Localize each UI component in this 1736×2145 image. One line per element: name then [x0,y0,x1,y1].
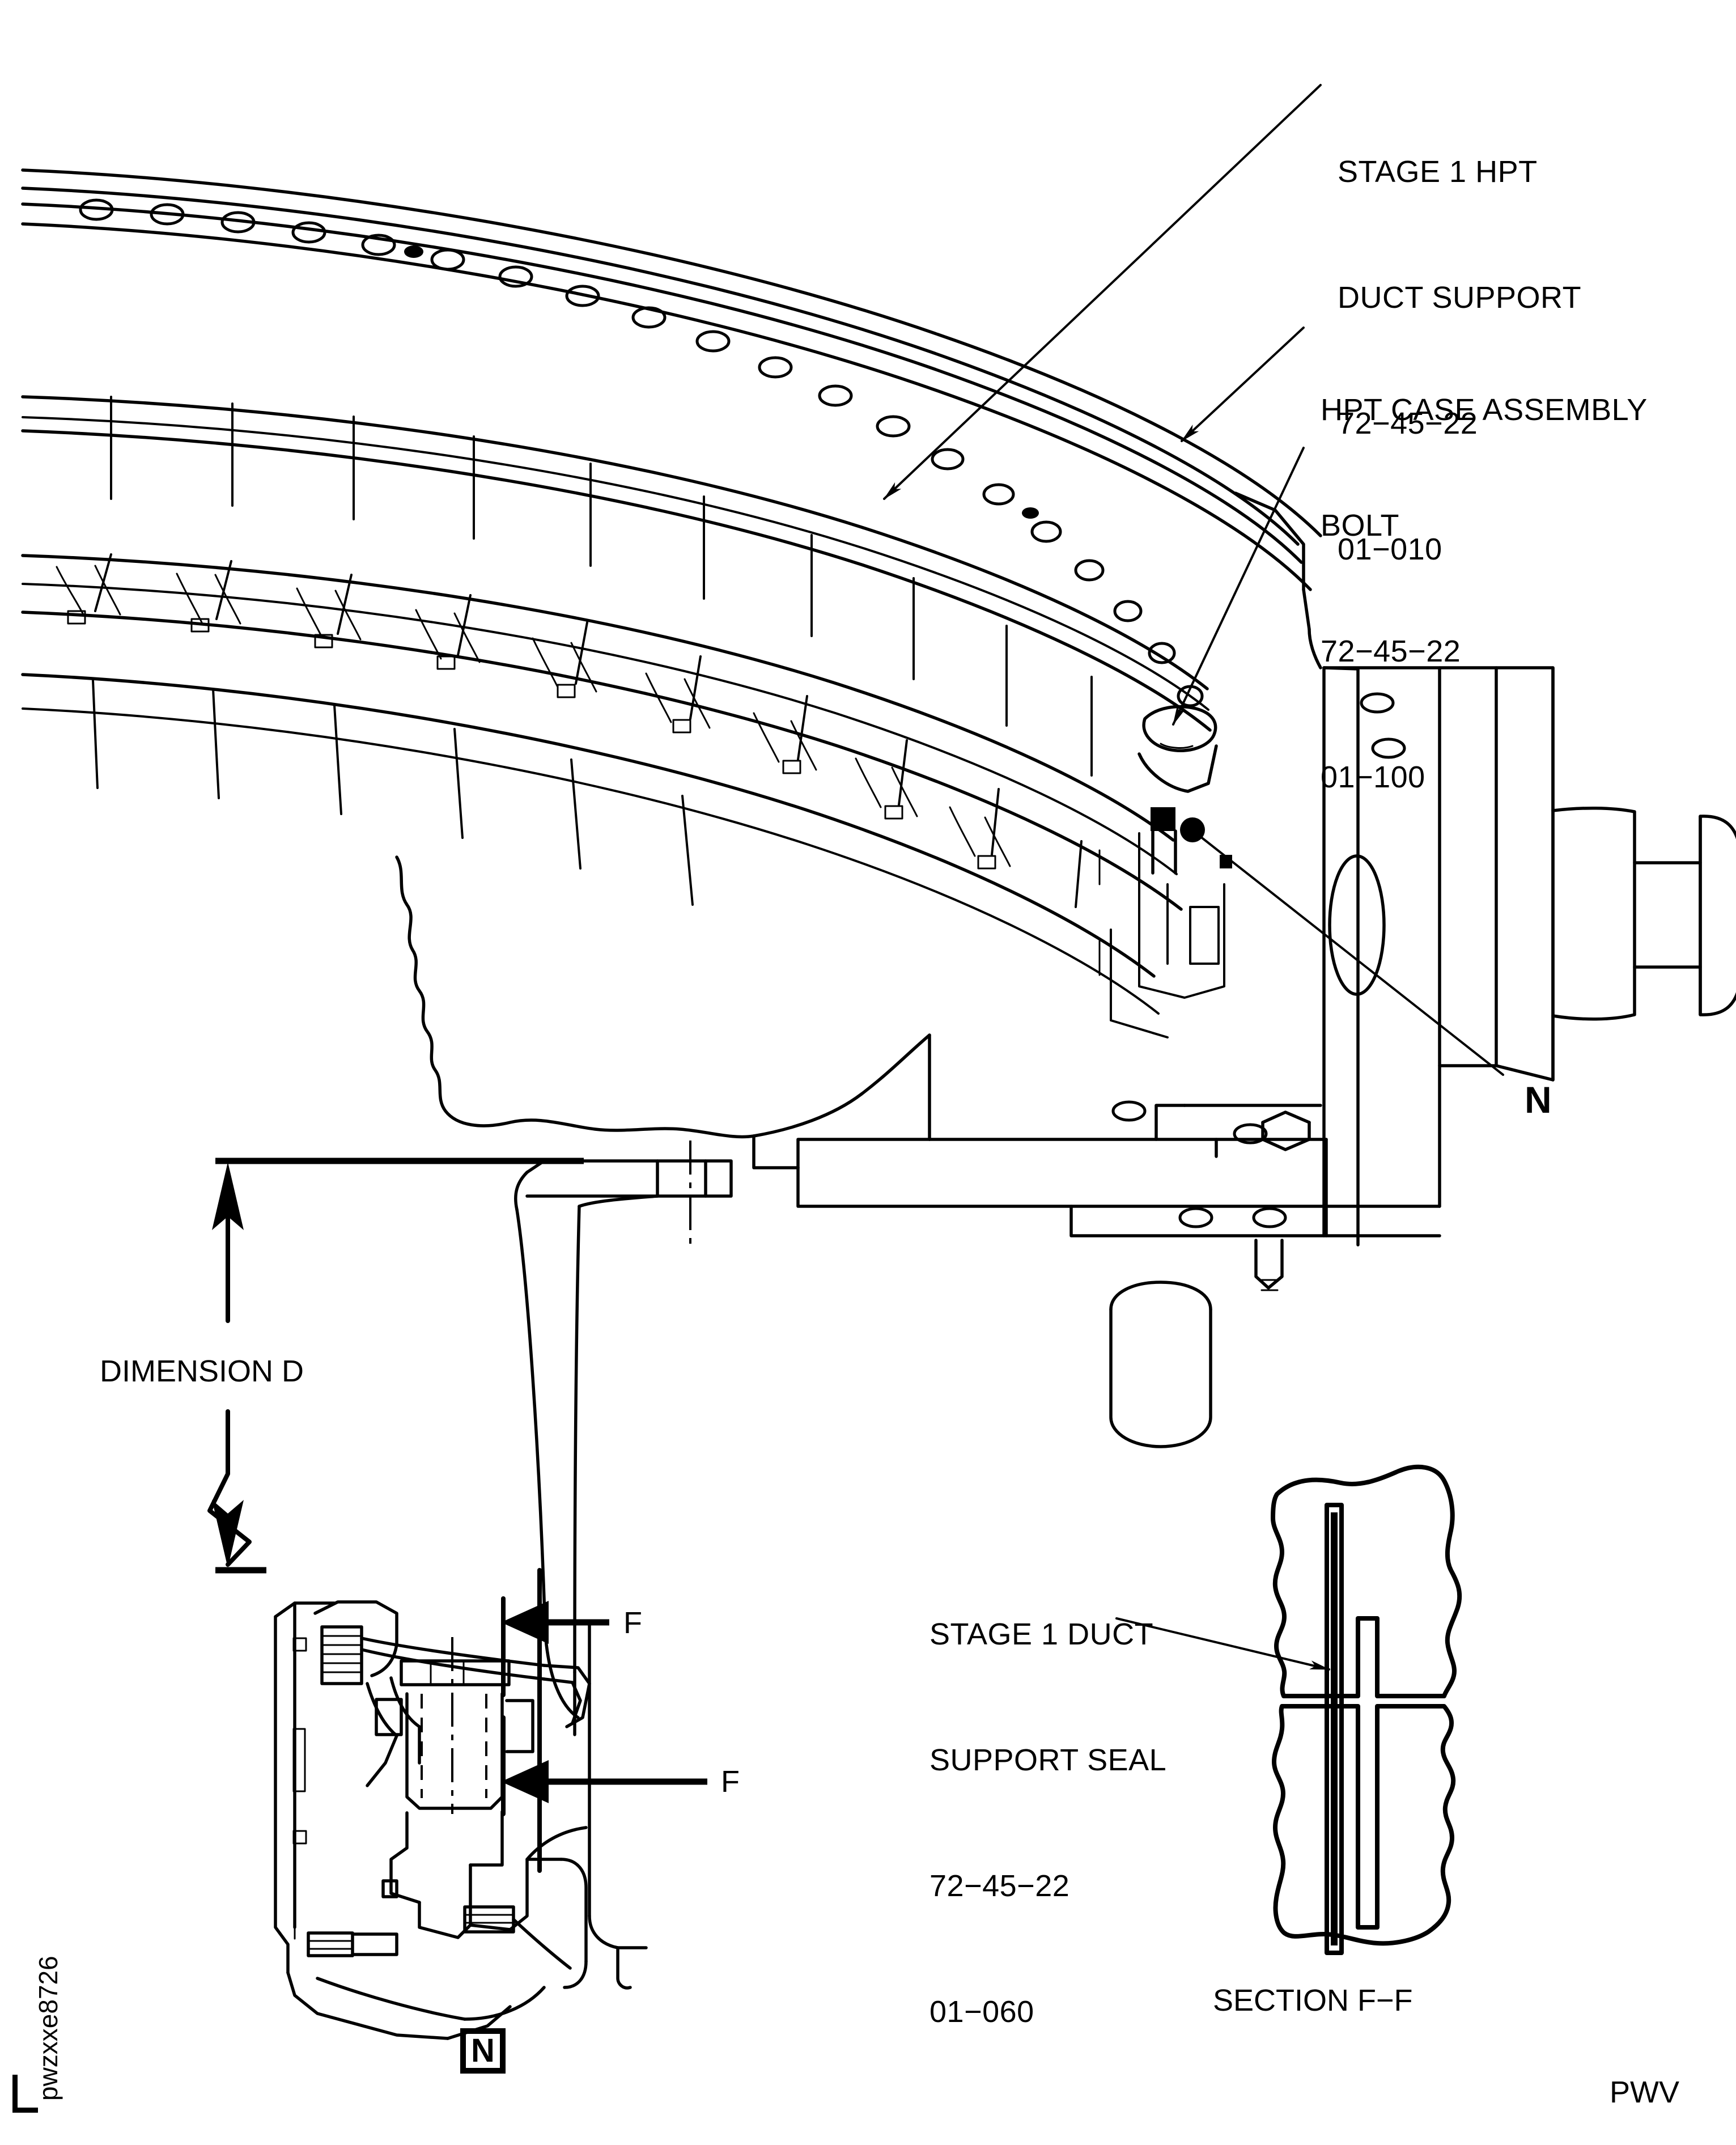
leader-duct-support-seal [1115,1617,1330,1671]
break-line-jagged [395,855,755,1139]
bolt-head-detail [1137,705,1232,875]
leader-dot [1180,817,1205,842]
detail-lower-spline [307,1905,515,1957]
main-assembly-view [21,168,1736,1448]
detail-marker-n-plain: N [1525,1079,1552,1121]
callout-line: SUPPORT SEAL [929,1743,1167,1777]
lower-bolt-heads [1109,1110,1311,1448]
duct-support-band-upper [21,395,1212,777]
section-cutting-plane-f [501,1568,707,1873]
callout-bolt: BOLT 72−45−22 01−100 [1321,421,1461,840]
callout-line: 01−060 [929,1995,1034,2029]
detail-right-walls [588,1620,648,1990]
mount-boss [1111,491,1736,1247]
section-ff-label: SECTION F−F [1213,1983,1413,2017]
callout-line: 01−010 [1338,532,1442,566]
leader-duct-support [883,84,1322,500]
detail-vane-arm [514,1141,733,1736]
support-clip-section [1098,832,1225,1038]
section-arrow-label-f-lower: F [721,1765,740,1799]
callout-line: 72−45−22 [929,1869,1070,1903]
callout-line: STAGE 1 HPT [1338,155,1538,189]
detail-spline-hatch [313,1600,398,1685]
detail-n-view [274,1141,733,2040]
duct-support-seal-strip [1325,1503,1344,1955]
leader-detail-n [1194,831,1504,1076]
section-ff-upper-block [1271,1464,1462,1698]
callout-line: HPT CASE ASSEMBLY [1321,393,1648,427]
duct-support-body [752,1033,1441,1237]
callout-leaders [883,84,1504,1076]
hpt-case-flange-arc [21,168,1322,707]
detail-bolt-stud [375,1637,534,1814]
sheet-id-corner-mark [12,2075,38,2113]
callout-stage1-hpt-duct-support: STAGE 1 HPT DUCT SUPPORT 72−45−22 01−010 [1338,67,1581,612]
flange-bolt-holes [79,198,1204,707]
callout-hpt-case-assembly: HPT CASE ASSEMBLY [1321,305,1648,473]
callout-line: 72−45−22 [1321,634,1461,668]
callout-line: BOLT [1321,508,1400,542]
section-arrow-label-f-upper: F [623,1606,642,1640]
leader-bolt [1172,447,1305,726]
detail-marker-n-boxed: N [460,2028,506,2074]
callout-line: 72−45−22 [1338,406,1478,440]
dimension-d-line [207,1158,584,1574]
stage1-vane-band [21,553,1183,911]
sheet-id: pwzxxe8726 [33,1956,63,2101]
callout-stage1-duct-support-seal: STAGE 1 DUCT SUPPORT SEAL 72−45−22 01−06… [929,1529,1166,2075]
leader-case-assembly [1181,327,1305,442]
section-ff-view [1115,1464,1462,1955]
callout-line: STAGE 1 DUCT [929,1617,1154,1651]
detail-section-block [274,1601,512,2040]
callout-line: DUCT SUPPORT [1338,281,1582,315]
callout-line: 01−100 [1321,760,1425,794]
inner-duct-arcs [21,673,1160,1015]
dimension-d-label: DIMENSION D [100,1354,304,1388]
detail-lower-bracket [307,1810,588,2021]
sheet-code: PWV [1610,2075,1680,2109]
section-ff-lower-block [1272,1704,1456,1946]
